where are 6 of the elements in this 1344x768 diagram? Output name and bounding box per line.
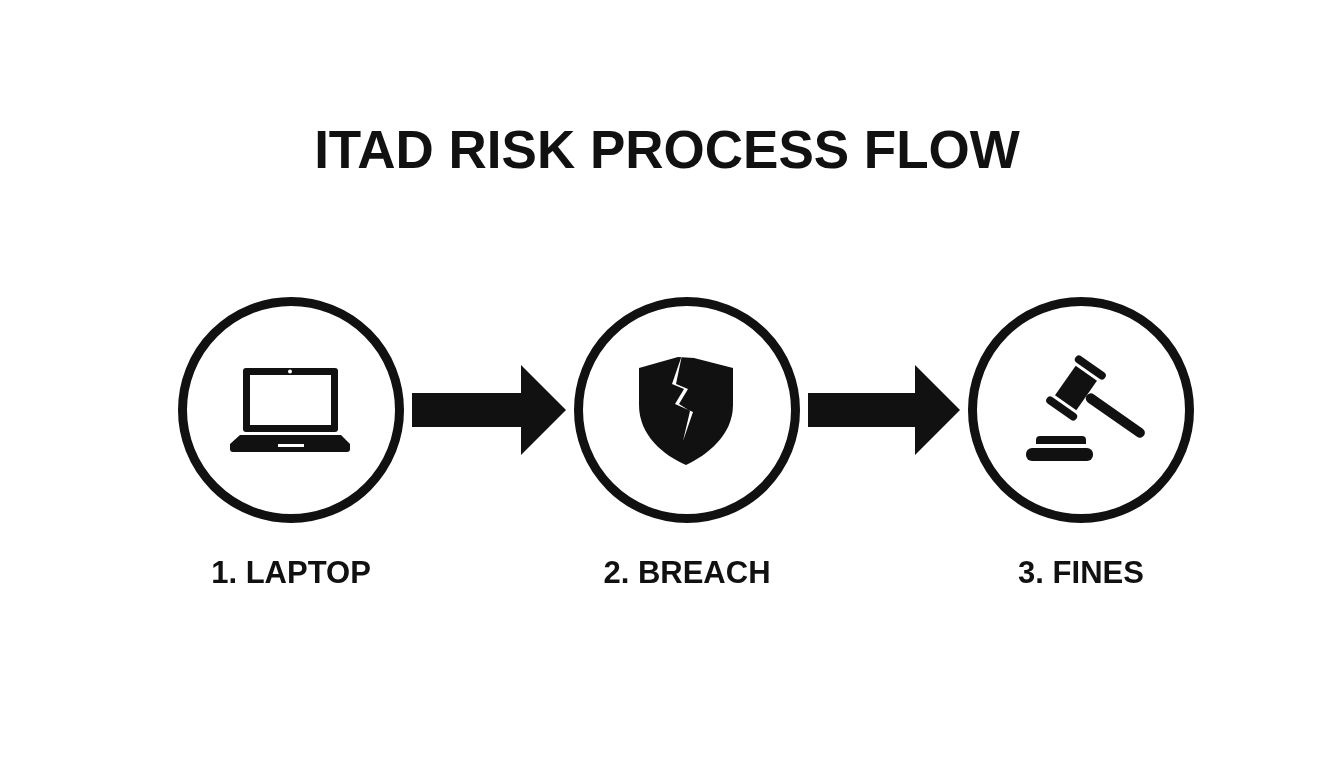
diagram-title: ITAD RISK PROCESS FLOW: [314, 123, 1020, 176]
step-label: 1. LAPTOP: [211, 557, 371, 588]
arrow: [412, 365, 566, 455]
step-label: 3. FINES: [1018, 557, 1144, 588]
arrow: [808, 365, 960, 455]
step-label: 2. BREACH: [603, 557, 771, 588]
